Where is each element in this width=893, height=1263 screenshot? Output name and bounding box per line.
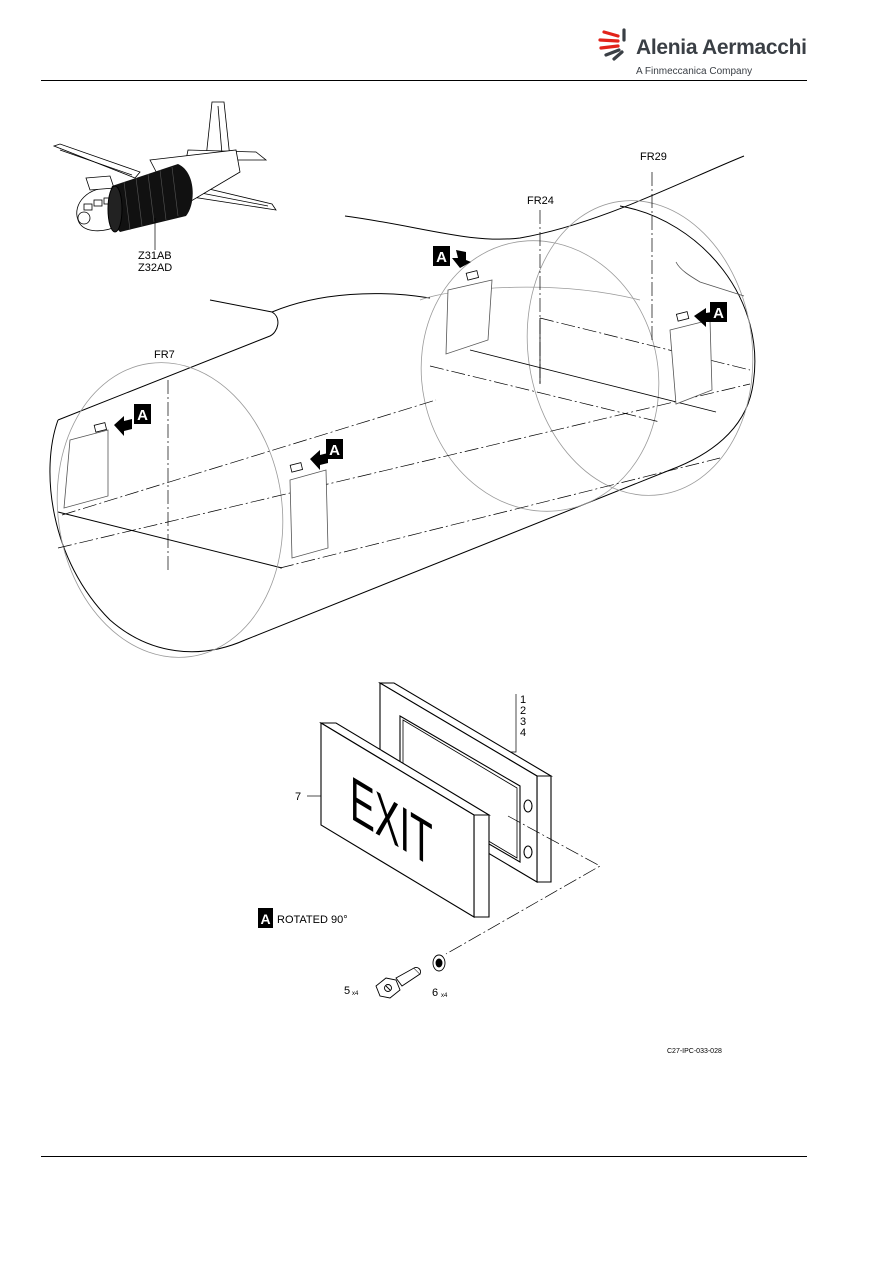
svg-text:A: A xyxy=(436,249,447,266)
view-arrow-icon xyxy=(694,308,712,327)
svg-text:A: A xyxy=(137,407,148,424)
rotated-note-label: ROTATED 90° xyxy=(277,914,348,926)
installation-path xyxy=(445,815,601,955)
view-marker-a-4: A xyxy=(710,302,727,322)
brand-tagline: A Finmeccanica Company xyxy=(636,66,753,77)
header-rule xyxy=(41,80,807,81)
view-arrows xyxy=(114,250,712,470)
callout-item-5: 5 xyxy=(344,985,350,997)
zone-label-2: Z32AD xyxy=(138,262,172,274)
highlighted-cabin-zone xyxy=(107,164,193,233)
callout-item-2: 2 xyxy=(520,705,526,717)
brand-name: Alenia Aermacchi xyxy=(636,36,807,59)
view-marker-a-2: A xyxy=(326,439,343,459)
svg-text:A: A xyxy=(329,442,340,459)
callout-item-7: 7 xyxy=(295,791,301,803)
callout-item-4: 4 xyxy=(520,727,526,739)
washer-icon xyxy=(432,954,446,972)
callout-qty-5: x4 xyxy=(352,991,359,997)
frame-label-fr29: FR29 xyxy=(640,151,667,163)
callout-leaders xyxy=(307,694,517,797)
callout-item-1: 1 xyxy=(520,694,526,706)
screw-icon xyxy=(375,967,421,999)
floor-solid-lines xyxy=(469,318,717,413)
footer-rule xyxy=(41,1156,807,1157)
zone-label-1: Z31AB xyxy=(138,250,172,262)
logo-mark-icon xyxy=(598,28,626,61)
internal-frames xyxy=(56,200,754,658)
view-arrow-icon xyxy=(452,250,471,268)
exit-sign-locations xyxy=(93,270,690,473)
svg-text:A: A xyxy=(260,911,270,927)
rotated-note: A xyxy=(258,908,273,928)
door-frames xyxy=(63,261,745,559)
view-arrow-icon xyxy=(114,416,132,436)
fuselage-section xyxy=(49,155,756,653)
svg-text:A: A xyxy=(713,305,724,322)
view-marker-a-1: A xyxy=(134,404,151,424)
callout-item-3: 3 xyxy=(520,716,526,728)
figure-code: C27-IPC-033-028 xyxy=(667,1048,722,1055)
view-arrow-icon xyxy=(310,450,328,470)
exit-sign-panel xyxy=(319,722,491,918)
view-marker-a-3: A xyxy=(433,246,450,266)
callout-qty-6: x4 xyxy=(441,993,448,999)
exit-sign-housing xyxy=(377,682,554,883)
frame-label-fr24: FR24 xyxy=(527,195,554,207)
callout-item-6: 6 xyxy=(432,987,438,999)
frame-label-fr7: FR7 xyxy=(154,349,175,361)
company-logo xyxy=(596,22,806,82)
reference-lines xyxy=(57,172,751,570)
